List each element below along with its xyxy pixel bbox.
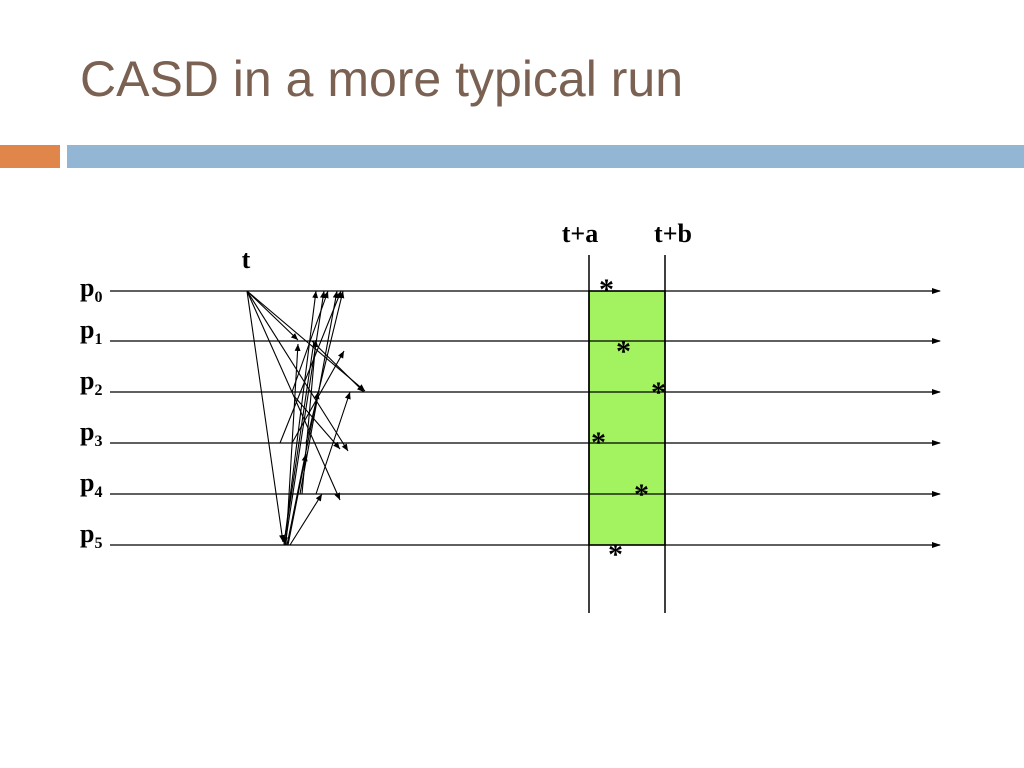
marker-p3: * [591, 426, 606, 459]
message-arrows [246, 290, 366, 546]
header-accent-orange [0, 145, 60, 168]
message-arrow [293, 395, 341, 450]
message-arrow [246, 290, 299, 341]
process-timelines [110, 288, 941, 548]
message-arrow [289, 493, 323, 546]
process-label-p0: p0 [80, 273, 102, 306]
message-arrow [285, 343, 301, 546]
marker-p0: * [599, 273, 614, 306]
interval-box [588, 290, 666, 546]
message-arrow [284, 290, 326, 546]
decision-markers: * * * * * * [591, 273, 666, 571]
process-label-p3: p3 [80, 417, 102, 450]
interval-label-start: t+a [562, 219, 598, 248]
message-arrow [282, 340, 315, 545]
process-label-p2: p2 [80, 366, 102, 399]
marker-p2: * [651, 376, 666, 409]
header-accent-blue [67, 145, 1024, 168]
message-arrow [301, 339, 319, 495]
process-label-p4: p4 [80, 468, 102, 501]
marker-p1: * [616, 335, 631, 368]
message-arrow [246, 290, 341, 501]
marker-p4: * [634, 478, 649, 511]
message-arrow [246, 290, 349, 452]
message-arrow [311, 340, 365, 393]
marker-p5: * [608, 538, 623, 571]
process-labels: p0 p1 p2 p3 p4 p5 [80, 273, 102, 552]
message-arrow [287, 453, 308, 546]
time-label-t: t [242, 245, 251, 274]
process-label-p5: p5 [80, 519, 102, 552]
message-arrow [283, 290, 319, 546]
message-arrow [315, 391, 351, 495]
message-arrow [291, 290, 329, 393]
slide-title: CASD in a more typical run [80, 51, 684, 107]
process-label-p1: p1 [80, 315, 102, 348]
interval-label-end: t+b [654, 219, 692, 248]
message-arrow [246, 290, 285, 543]
